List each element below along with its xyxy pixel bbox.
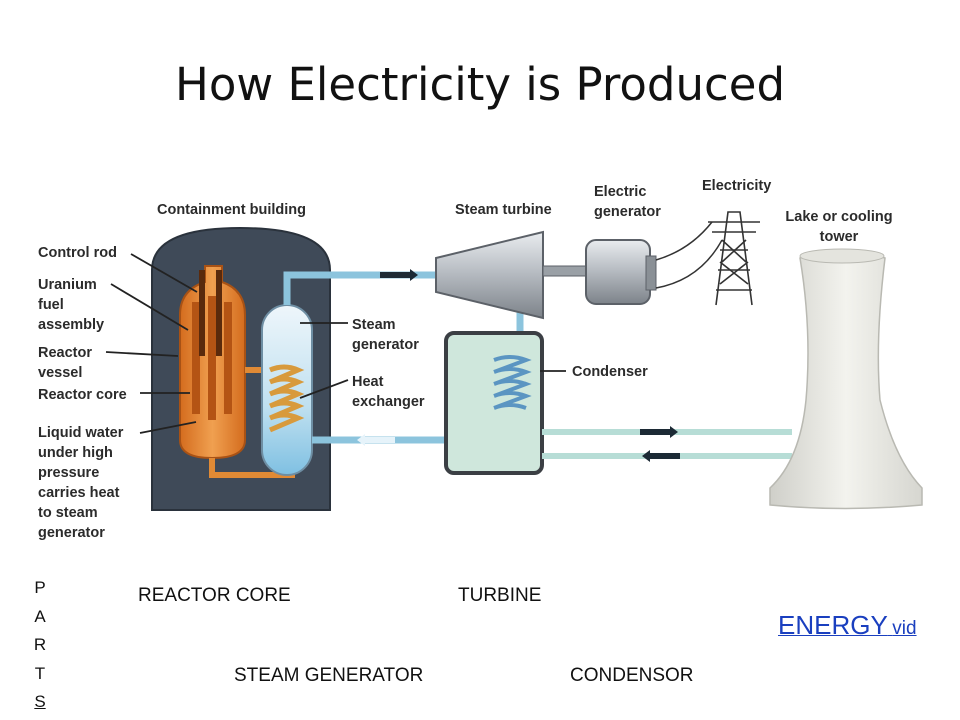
flow-arrow: [357, 434, 395, 446]
flow-arrow: [642, 450, 680, 462]
control-rod: [216, 270, 222, 356]
part-steam-generator: STEAM GENERATOR: [234, 665, 424, 686]
condenser: [444, 331, 544, 475]
label-lake-tower-2: tower: [820, 229, 859, 245]
parts-letter: A: [34, 606, 46, 626]
label-heat-exchanger-1: Heat: [352, 374, 384, 390]
transmission-tower: [708, 211, 760, 306]
parts-letter: P: [34, 578, 46, 597]
label-uranium-2: fuel: [38, 297, 64, 313]
part-condensor: CONDENSOR: [570, 665, 694, 686]
heat-exchanger-coil: [269, 364, 305, 433]
energy-link-text: ENERGY: [778, 610, 888, 640]
flow-arrow: [640, 426, 678, 438]
fuel-rod: [192, 302, 200, 414]
label-uranium-3: assembly: [38, 317, 104, 333]
fuel-rod: [224, 302, 232, 414]
label-reactor-vessel-2: vessel: [38, 365, 82, 381]
fuel-rod: [208, 296, 216, 420]
label-condenser: Condenser: [572, 364, 648, 380]
condenser-coil: [493, 355, 532, 410]
energy-link-suffix: vid: [892, 618, 917, 639]
steam-turbine: [435, 230, 589, 320]
control-rod: [199, 270, 205, 356]
parts-letter: T: [34, 663, 46, 683]
flow-arrow: [380, 269, 418, 281]
reactor-vessel: [179, 265, 246, 460]
part-turbine: TURBINE: [458, 585, 542, 606]
part-reactor-core: REACTOR CORE: [138, 585, 291, 606]
label-electricity: Electricity: [702, 178, 771, 194]
parts-letter: R: [33, 635, 47, 655]
label-uranium-1: Uranium: [38, 277, 97, 293]
label-electric-generator-2: generator: [594, 204, 661, 220]
cooling-pipes: [542, 429, 792, 459]
diagram-labels: Containment building Control rod Uranium…: [38, 178, 893, 541]
parts-letter: S: [34, 692, 46, 712]
label-lake-tower-1: Lake or cooling: [785, 209, 892, 225]
label-steam-generator-1: Steam: [352, 317, 396, 333]
slide-title: How Electricity is Produced: [174, 58, 786, 111]
label-heat-exchanger-2: exchanger: [352, 394, 425, 410]
label-steam-generator-2: generator: [352, 337, 419, 353]
label-liquid-4: carries heat: [38, 485, 120, 501]
label-electric-generator-1: Electric: [594, 184, 646, 200]
electric-generator: [585, 221, 723, 305]
label-control-rod: Control rod: [38, 245, 117, 261]
label-reactor-vessel-1: Reactor: [38, 345, 92, 361]
label-liquid-2: under high: [38, 445, 113, 461]
label-liquid-5: to steam: [38, 505, 98, 521]
cooling-tower: [769, 248, 923, 510]
label-containment-building: Containment building: [157, 202, 306, 218]
leader-lines: [105, 253, 566, 434]
parts-vertical-label: P A R T S: [32, 574, 48, 717]
power-plant-diagram: Containment building Control rod Uranium…: [38, 178, 923, 541]
label-steam-turbine: Steam turbine: [455, 202, 552, 218]
label-liquid-1: Liquid water: [38, 425, 124, 441]
energy-video-link[interactable]: ENERGY vid: [778, 610, 917, 641]
label-liquid-6: generator: [38, 525, 105, 541]
label-reactor-core: Reactor core: [38, 387, 127, 403]
steam-generator: [261, 304, 313, 476]
label-liquid-3: pressure: [38, 465, 99, 481]
